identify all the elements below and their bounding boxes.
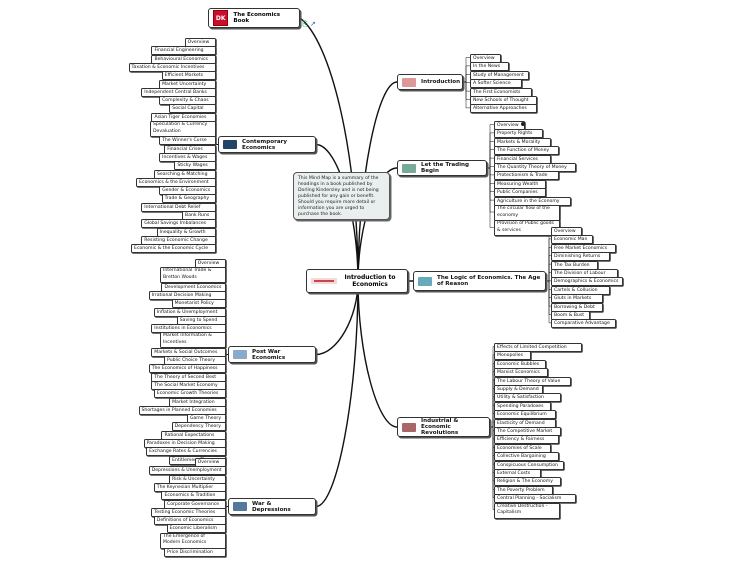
topic-item[interactable]: Efficient Markets bbox=[161, 71, 216, 81]
trading-topic-icon bbox=[402, 163, 416, 173]
topic-item[interactable]: Price Discrimination bbox=[164, 548, 226, 557]
book-label: The Economics Book bbox=[233, 12, 281, 24]
contemporary-topic-icon bbox=[223, 140, 237, 149]
topic-item[interactable]: The Emergence of Modern Economics bbox=[160, 532, 226, 549]
branch-label: The Logic of Economics. The Age of Reaso… bbox=[437, 275, 541, 287]
topic-item[interactable]: Marxist Economics bbox=[494, 368, 549, 378]
branch-label: Industrial & Economic Revolutions bbox=[421, 418, 459, 436]
topic-item[interactable]: Monetarist Policy bbox=[171, 299, 226, 309]
branch-postwar[interactable]: Post War Economics bbox=[228, 346, 316, 363]
branch-label: War & Depressions bbox=[252, 500, 291, 513]
branch-label: Post War Economics bbox=[252, 348, 286, 361]
topic-item[interactable]: International Trade & Bretton Woods bbox=[160, 267, 226, 284]
topic-item[interactable]: Economic & the Economic Cycle bbox=[131, 244, 216, 254]
dk-logo-icon: DK bbox=[213, 10, 229, 26]
topic-item[interactable]: Economic Growth Theories bbox=[153, 389, 226, 399]
book-node[interactable]: DK The Economics Book bbox=[208, 8, 300, 28]
topic-item[interactable]: Exchange Rates & Currencies bbox=[146, 447, 226, 457]
topic-item[interactable]: Comparative Advantage bbox=[551, 319, 616, 329]
topic-item[interactable]: Financial Engineering bbox=[151, 46, 216, 56]
branch-war[interactable]: War & Depressions bbox=[228, 498, 316, 515]
central-title: Introduction to Economics bbox=[344, 274, 396, 288]
attachment-icon[interactable]: ⎘ bbox=[302, 20, 308, 28]
topic-item[interactable]: The Function of Money bbox=[494, 146, 559, 156]
economics-logo-icon bbox=[311, 278, 337, 284]
topic-item[interactable]: International Debt Relief bbox=[141, 202, 216, 212]
branch-trading[interactable]: Let the Trading Begin bbox=[397, 160, 487, 176]
topic-item[interactable]: The circular flow of the economy bbox=[494, 205, 560, 221]
branch-introduction[interactable]: Introduction bbox=[397, 74, 463, 90]
topic-item[interactable]: Sticky Wages bbox=[174, 161, 216, 171]
topic-item[interactable]: Alternative Approaches bbox=[470, 104, 538, 114]
topic-item[interactable]: Effects of Limited Competition bbox=[494, 343, 582, 352]
topic-item[interactable]: Central Planning - Socialism bbox=[494, 494, 577, 504]
topic-item[interactable]: Economics & Tradition bbox=[161, 491, 226, 501]
topic-item[interactable]: The Economics of Happiness bbox=[148, 364, 226, 374]
branch-logic[interactable]: The Logic of Economics. The Age of Reaso… bbox=[413, 271, 546, 291]
topic-item[interactable]: Global Savings Imbalances bbox=[141, 219, 216, 229]
postwar-topic-icon bbox=[233, 350, 247, 359]
topic-item[interactable]: Diminishing Returns bbox=[551, 252, 611, 262]
introduction-topic-icon bbox=[402, 77, 416, 87]
industrial-topic-icon bbox=[402, 422, 416, 432]
branch-contemporary[interactable]: Contemporary Economics bbox=[218, 136, 316, 153]
topic-item[interactable]: Market Information & Incentives bbox=[160, 332, 226, 349]
disclaimer-note: This Mind Map is a summary of the headin… bbox=[293, 172, 390, 220]
topic-item[interactable]: Depressions & Unemployment bbox=[148, 466, 226, 476]
topic-item[interactable]: Gluts in Markets bbox=[551, 294, 603, 304]
link-icon[interactable]: ↗ bbox=[310, 20, 316, 28]
topic-item[interactable]: The Winner's Curse bbox=[159, 136, 216, 146]
topic-item[interactable]: Economic Equilibrium bbox=[494, 410, 556, 420]
branch-label: Introduction bbox=[421, 79, 461, 85]
logic-topic-icon bbox=[418, 276, 432, 286]
central-topic[interactable]: Introduction to Economics bbox=[306, 269, 408, 293]
branch-label: Let the Trading Begin bbox=[421, 162, 470, 174]
topic-item[interactable]: Speculation & Currency Devaluation bbox=[150, 121, 216, 137]
marker-icon bbox=[521, 122, 525, 126]
branch-industrial[interactable]: Industrial & Economic Revolutions bbox=[397, 417, 490, 437]
branch-label: Contemporary Economics bbox=[242, 138, 288, 151]
topic-item[interactable]: A Softer Science bbox=[470, 79, 522, 89]
topic-item[interactable]: Creative Destruction - Capitalism bbox=[494, 502, 560, 519]
war-topic-icon bbox=[233, 502, 247, 511]
topic-item[interactable]: Public Companies bbox=[494, 188, 546, 198]
topic-item[interactable]: Shortages in Planned Economies bbox=[138, 405, 226, 415]
topic-item[interactable]: Collective Bargaining bbox=[494, 452, 559, 462]
